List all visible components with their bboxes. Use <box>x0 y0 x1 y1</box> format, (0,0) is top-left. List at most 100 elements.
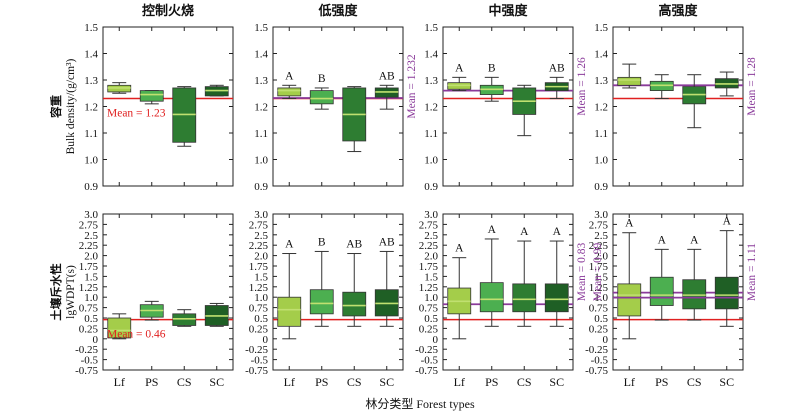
x-tick-label: Lf <box>114 375 125 389</box>
significance-letter: AB <box>346 239 362 251</box>
significance-letter: A <box>285 239 294 251</box>
y-tick-label: 1.3 <box>424 75 438 87</box>
y-tick-label: -0.25 <box>75 344 98 356</box>
box-SC <box>544 283 569 313</box>
y-tick-label: 1.2 <box>254 102 268 114</box>
y-tick-label: -0.5 <box>421 355 439 367</box>
y-tick-label: 3.0 <box>254 209 268 221</box>
x-tick-label: CS <box>687 375 702 389</box>
significance-letter: B <box>318 236 326 248</box>
y-tick-label: -0.75 <box>75 365 98 377</box>
y-tick-label: 1.4 <box>84 49 98 61</box>
significance-letter: A <box>690 234 699 246</box>
panel-frame <box>272 213 404 371</box>
x-tick-label: PS <box>315 375 328 389</box>
significance-letter: A <box>723 216 732 228</box>
panel-frame <box>442 213 574 371</box>
box-Lf <box>107 317 132 339</box>
y-tick-label: 1.1 <box>424 128 438 140</box>
significance-letter: AB <box>379 70 395 82</box>
y-tick-label: 0 <box>433 334 439 346</box>
significance-letter: B <box>318 73 326 85</box>
y-tick-label: 2.25 <box>79 240 99 252</box>
y-tick-label: 1.25 <box>589 282 609 294</box>
control-mean-label: Mean = 0.46 <box>107 329 166 341</box>
y-tick-label: -0.75 <box>245 365 268 377</box>
x-tick-label: SC <box>719 375 734 389</box>
y-tick-label: 0.75 <box>79 303 99 315</box>
y-tick-label: 2.75 <box>419 219 439 231</box>
y-tick-label: 0 <box>603 334 609 346</box>
box-CS <box>172 313 197 326</box>
box-CS <box>342 291 367 317</box>
y-tick-label: 0.5 <box>254 313 268 325</box>
x-tick-label: PS <box>485 375 498 389</box>
y-tick-label: 1.4 <box>424 49 438 61</box>
y-tick-label: 2.25 <box>249 240 269 252</box>
y-tick-label: 1.25 <box>79 282 99 294</box>
y-tick-label: 2.5 <box>84 230 98 242</box>
y-tick-label: 0 <box>93 334 99 346</box>
y-tick-label: 1.2 <box>84 102 98 114</box>
x-tick-label: SC <box>209 375 224 389</box>
y-tick-label: 0.25 <box>79 323 99 335</box>
y-tick-label: 1.1 <box>254 128 268 140</box>
y-tick-label: 2.5 <box>424 230 438 242</box>
significance-letter: A <box>488 224 497 236</box>
y-tick-label: 0.25 <box>419 323 439 335</box>
x-tick-label: CS <box>517 375 532 389</box>
box-Lf <box>277 296 302 327</box>
y-tick-label: -0.25 <box>415 344 438 356</box>
y-tick-label: 1.0 <box>594 292 608 304</box>
y-tick-label: 1.3 <box>594 75 608 87</box>
panel-mean-label: Mean = 1.26 <box>576 57 588 116</box>
y-tick-label: 3.0 <box>84 209 98 221</box>
y-tick-label: 1.1 <box>594 128 608 140</box>
y-tick-label: 0 <box>263 334 269 346</box>
y-tick-label: 1.25 <box>249 282 269 294</box>
x-tick-label: PS <box>145 375 158 389</box>
box-CS <box>682 279 707 310</box>
y-tick-label: 2.5 <box>254 230 268 242</box>
box-Lf <box>277 87 302 97</box>
y-tick-label: 2.75 <box>79 219 99 231</box>
y-tick-label: 2.0 <box>424 251 438 263</box>
box-Lf <box>617 283 642 317</box>
x-tick-label: CS <box>177 375 192 389</box>
panel-mean-label: Mean = 1.28 <box>746 57 758 116</box>
y-tick-label: 0.5 <box>84 313 98 325</box>
y-tick-label: -0.5 <box>591 355 609 367</box>
y-tick-label: 1.0 <box>84 292 98 304</box>
y-tick-label: 0.5 <box>424 313 438 325</box>
panel-title: 控制火烧 <box>142 3 194 18</box>
y-tick-label: 1.25 <box>419 282 439 294</box>
y-tick-label: 1.4 <box>594 49 608 61</box>
y-tick-label: 1.0 <box>254 292 268 304</box>
y-tick-label: 1.0 <box>254 155 268 167</box>
y-tick-label: 2.5 <box>594 230 608 242</box>
panel-mean-label: Mean = 0.83 <box>576 242 588 301</box>
y-tick-label: 1.75 <box>79 261 99 273</box>
y-tick-label: 0.75 <box>589 303 609 315</box>
significance-letter: A <box>658 234 667 246</box>
y-axis-title-cn: 土壤斥水性 <box>49 263 63 321</box>
panel-frame <box>272 26 404 187</box>
y-axis-title-en: Bulk density/(g/cm³) <box>65 58 77 154</box>
panel-mean-label: Mean = 1.11 <box>746 243 758 301</box>
significance-letter: A <box>455 243 464 255</box>
y-tick-label: 1.5 <box>594 22 608 34</box>
y-tick-label: -0.25 <box>585 344 608 356</box>
y-tick-label: -0.5 <box>81 355 99 367</box>
x-tick-label: CS <box>347 375 362 389</box>
y-tick-label: 2.0 <box>594 251 608 263</box>
y-tick-label: 1.3 <box>254 75 268 87</box>
y-tick-label: 2.75 <box>249 219 269 231</box>
y-tick-label: 0.25 <box>249 323 269 335</box>
y-tick-label: 1.75 <box>589 261 609 273</box>
panel-frame <box>612 26 744 187</box>
y-tick-label: 1.5 <box>254 271 268 283</box>
x-tick-label: SC <box>379 375 394 389</box>
x-tick-label: Lf <box>624 375 635 389</box>
y-tick-label: 0.75 <box>419 303 439 315</box>
box-PS <box>479 282 504 313</box>
